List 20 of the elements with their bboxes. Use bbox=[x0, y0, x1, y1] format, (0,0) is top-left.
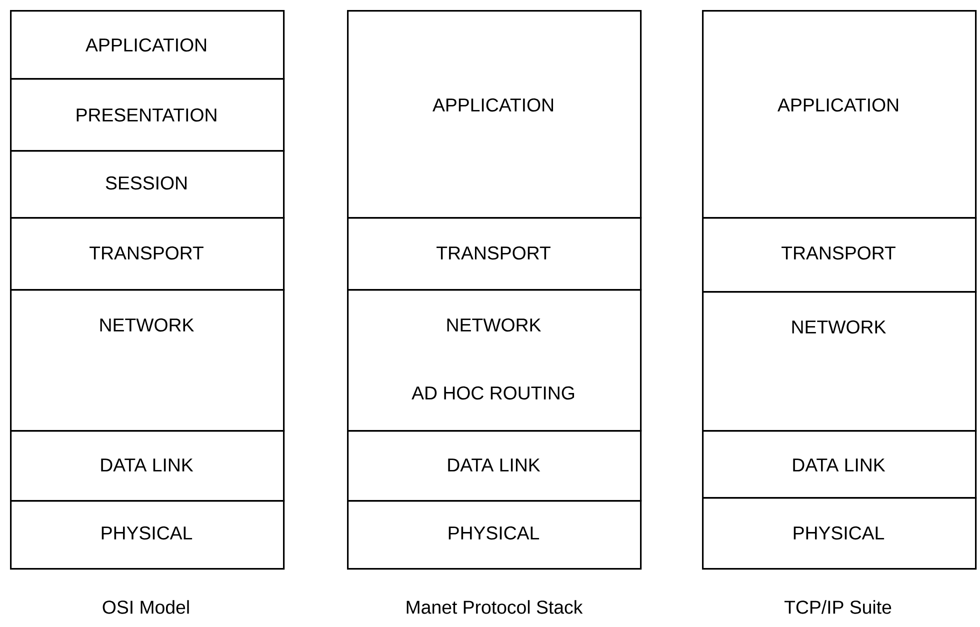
layer-box: PHYSICAL bbox=[347, 500, 642, 570]
layer-box: NETWORK bbox=[702, 291, 977, 432]
layer-box: APPLICATION bbox=[347, 10, 642, 219]
stack-caption: Manet Protocol Stack bbox=[406, 600, 583, 614]
layer-box: DATA LINK bbox=[347, 430, 642, 502]
layer-box: APPLICATION bbox=[702, 10, 977, 219]
layer-box: TRANSPORT bbox=[10, 217, 285, 291]
stack-caption: TCP/IP Suite bbox=[784, 600, 892, 614]
layer-box: NETWORK bbox=[10, 289, 285, 432]
layer-box: TRANSPORT bbox=[702, 217, 977, 293]
layer-box: TRANSPORT bbox=[347, 217, 642, 291]
layer-box: SESSION bbox=[10, 150, 285, 219]
stack-caption: OSI Model bbox=[102, 600, 189, 614]
layer-box: PHYSICAL bbox=[10, 500, 285, 570]
layer-box: DATA LINK bbox=[10, 430, 285, 502]
layer-box: DATA LINK bbox=[702, 430, 977, 499]
layer-box: APPLICATION bbox=[10, 10, 285, 80]
layer-box: NETWORK AD HOC ROUTING bbox=[347, 289, 642, 432]
layer-box: PRESENTATION bbox=[10, 78, 285, 152]
layer-box: PHYSICAL bbox=[702, 497, 977, 570]
